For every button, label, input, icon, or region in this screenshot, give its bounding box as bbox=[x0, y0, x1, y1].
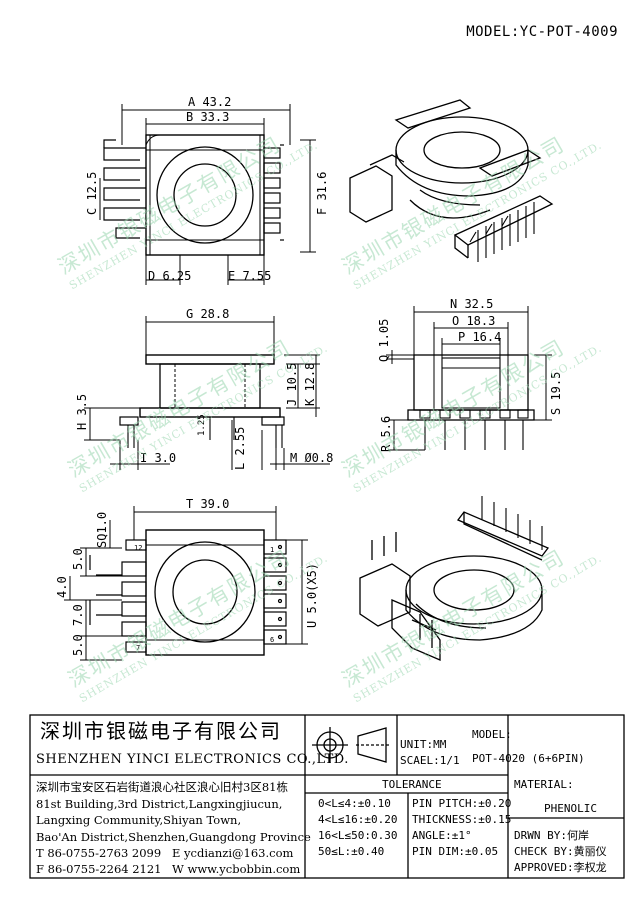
unit-label: UNIT:MM bbox=[400, 738, 447, 751]
dim-f: F 31.6 bbox=[315, 172, 329, 215]
dim-b: B 33.3 bbox=[186, 110, 229, 124]
front-view bbox=[386, 306, 552, 451]
fax: F 86-0755-2264 2121 bbox=[36, 862, 162, 876]
drawn-by: DRWN BY:何岸 bbox=[514, 829, 589, 842]
dim-t: T 39.0 bbox=[186, 497, 229, 511]
pin-label-7: 7 bbox=[136, 644, 140, 652]
dim-o: O 18.3 bbox=[452, 314, 495, 328]
dim-sq: SQ1.0 bbox=[95, 512, 109, 548]
scale-label: SCAEL:1/1 bbox=[400, 754, 460, 767]
pin-label-12: 12 bbox=[134, 544, 142, 552]
dim-d: D 6.25 bbox=[148, 269, 191, 283]
email: E ycdianzi@163.com bbox=[172, 846, 294, 860]
material-label: MATERIAL: bbox=[514, 778, 574, 791]
tolerance-label: TOLERANCE bbox=[382, 778, 442, 791]
model-number: MODEL:YC-POT-4009 bbox=[466, 24, 618, 40]
approved-by: APPROVED:李权龙 bbox=[514, 861, 607, 874]
website: W www.ycbobbin.com bbox=[172, 862, 301, 876]
title-block-frame bbox=[29, 714, 625, 879]
material-value: PHENOLIC bbox=[544, 802, 597, 815]
dim-p: P 16.4 bbox=[458, 330, 501, 344]
dim-7-0: 7.0 bbox=[71, 604, 85, 626]
iso-view-top bbox=[349, 99, 554, 262]
dim-5-0-a: 5.0 bbox=[71, 548, 85, 570]
top-view bbox=[99, 104, 316, 285]
company-name-en: SHENZHEN YINCI ELECTRONICS CO.,LTD. bbox=[36, 752, 349, 767]
bottom-view bbox=[64, 506, 308, 661]
dim-h: H 3.5 bbox=[75, 394, 89, 430]
dim-m: M Ø0.8 bbox=[290, 451, 333, 465]
company-name-cn: 深圳市银磁电子有限公司 bbox=[40, 719, 282, 743]
dim-g: G 28.8 bbox=[186, 307, 229, 321]
dim-s: S 19.5 bbox=[549, 372, 563, 415]
dim-j: J 10.5 bbox=[285, 363, 299, 406]
dimension-labels: A 43.2 B 33.3 C 12.5 F 31.6 D 6.25 E 7.5… bbox=[55, 95, 563, 656]
telephone: T 86-0755-2763 2099 bbox=[36, 846, 162, 860]
dim-e: E 7.55 bbox=[228, 269, 271, 283]
pin-tolerance-list: PIN PITCH:±0.20 THICKNESS:±0.15 ANGLE:±1… bbox=[412, 797, 512, 858]
dim-4-0: 4.0 bbox=[55, 576, 69, 598]
dim-c: C 12.5 bbox=[85, 172, 99, 215]
approval-block: DRWN BY:何岸 CHECK BY:黄丽仪 APPROVED:李权龙 bbox=[514, 828, 607, 876]
tolerance-list: 0<L≤4:±0.10 4<L≤16:±0.20 16<L≤50:0.30 50… bbox=[318, 797, 398, 858]
model-label: MODEL: bbox=[472, 728, 512, 741]
model-value: POT-4020 (6+6PIN) bbox=[472, 752, 585, 765]
dim-q: Q 1.05 bbox=[377, 319, 391, 362]
dim-i: I 3.0 bbox=[140, 451, 176, 465]
dim-l: L 2.55 bbox=[233, 427, 247, 470]
checked-by: CHECK BY:黄丽仪 bbox=[514, 845, 607, 858]
pin-label-1: 1 bbox=[270, 546, 274, 554]
iso-view-bottom bbox=[359, 496, 550, 661]
dim-n: N 32.5 bbox=[450, 297, 493, 311]
company-address: 深圳市宝安区石岩街道浪心社区浪心旧村3区81栋 81st Building,3r… bbox=[36, 780, 311, 844]
side-view bbox=[84, 316, 330, 470]
dim-1-25: 1.25 bbox=[197, 414, 207, 436]
dim-a: A 43.2 bbox=[188, 95, 231, 109]
dim-5-0-b: 5.0 bbox=[71, 634, 85, 656]
pin-label-6: 6 bbox=[270, 636, 274, 644]
dim-k: K 12.8 bbox=[303, 363, 317, 406]
dim-u: U 5.0(X5) bbox=[305, 563, 319, 628]
dim-r: R 5.6 bbox=[379, 416, 393, 452]
